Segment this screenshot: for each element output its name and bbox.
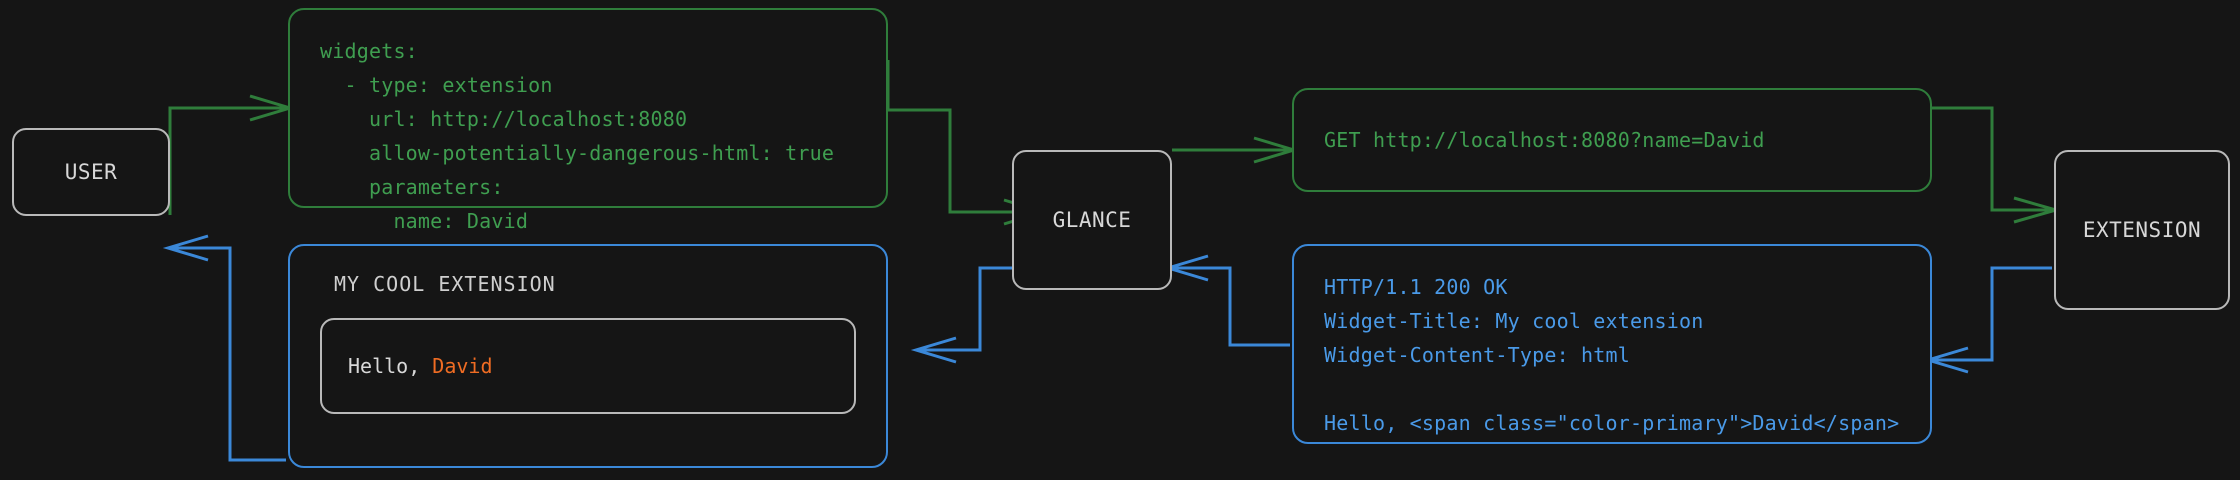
edge-response-to-glance	[1162, 254, 1290, 347]
node-glance[interactable]: GLANCE	[1012, 150, 1172, 290]
widget-preview-card: MY COOL EXTENSION Hello, David	[288, 244, 888, 468]
edge-extension-to-response	[1922, 266, 2052, 374]
widget-greeting-name: David	[432, 354, 493, 378]
node-extension[interactable]: EXTENSION	[2054, 150, 2230, 310]
node-user[interactable]: USER	[12, 128, 170, 216]
widget-preview-body: Hello, David	[320, 318, 856, 414]
edge-glance-to-request	[1172, 136, 1300, 164]
node-user-label: USER	[64, 160, 118, 184]
http-request-text: GET http://localhost:8080?name=David	[1324, 128, 1765, 152]
edge-widget-to-user	[162, 234, 286, 462]
http-response-block: HTTP/1.1 200 OK Widget-Title: My cool ex…	[1292, 244, 1932, 444]
config-yaml-text: widgets: - type: extension url: http://l…	[320, 39, 835, 233]
widget-greeting-prefix: Hello,	[348, 354, 433, 378]
node-glance-label: GLANCE	[1052, 208, 1132, 232]
edge-request-to-extension	[1932, 106, 2062, 224]
widget-preview-title: MY COOL EXTENSION	[334, 272, 556, 296]
http-response-text: HTTP/1.1 200 OK Widget-Title: My cool ex…	[1324, 275, 1900, 435]
http-request-block: GET http://localhost:8080?name=David	[1292, 88, 1932, 192]
edge-user-to-config	[168, 94, 296, 215]
node-extension-label: EXTENSION	[2082, 218, 2202, 242]
config-yaml-block: widgets: - type: extension url: http://l…	[288, 8, 888, 233]
